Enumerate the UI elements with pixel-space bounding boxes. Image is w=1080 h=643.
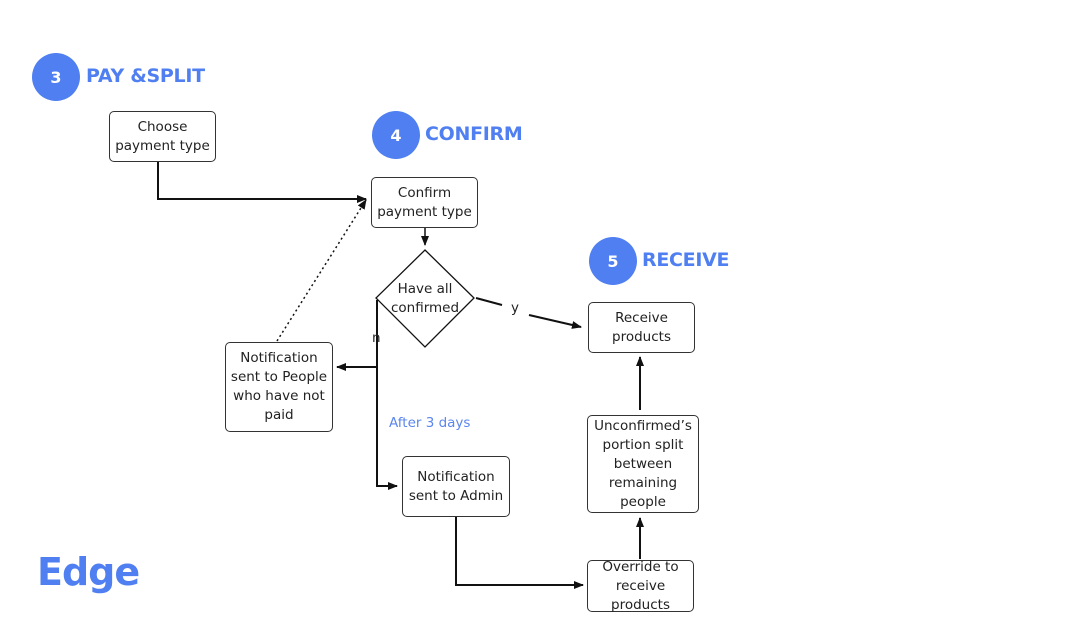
edge-choose-to-confirm (157, 162, 367, 203)
step-4-title: CONFIRM (425, 123, 523, 145)
edge-decision-yes-a (475, 297, 503, 306)
node-have-all-confirmed: Have all confirmed (390, 281, 460, 316)
node-unconfirmed-split: Unconfirmed’s portion split between rema… (587, 415, 699, 513)
step-5-badge: 5 (589, 237, 637, 285)
edge-label-yes: y (511, 300, 519, 316)
step-3-badge: 3 (32, 53, 80, 101)
node-override: Override to receive products (587, 559, 694, 613)
node-notification-people: Notification sent to People who have not… (225, 342, 333, 432)
edge-admin-to-override (455, 517, 584, 589)
node-choose-payment-type: Choose payment type (109, 111, 216, 162)
step-3-title: PAY &SPLIT (86, 65, 205, 87)
step-4-badge: 4 (372, 111, 420, 159)
after-3-days-note: After 3 days (389, 415, 471, 431)
edge-notify-people-to-confirm (276, 199, 367, 342)
edge-decision-no (376, 300, 398, 490)
node-confirm-payment-type: Confirm payment type (371, 177, 478, 228)
node-notification-admin: Notification sent to Admin (402, 456, 510, 517)
edge-label-no: n (372, 330, 381, 346)
decision-diamond (375, 249, 475, 348)
edge-decision-yes-b (528, 314, 582, 329)
step-5-title: RECEIVE (642, 249, 730, 271)
node-receive-products: Receive products (588, 302, 695, 353)
edge-title: Edge (37, 550, 140, 594)
